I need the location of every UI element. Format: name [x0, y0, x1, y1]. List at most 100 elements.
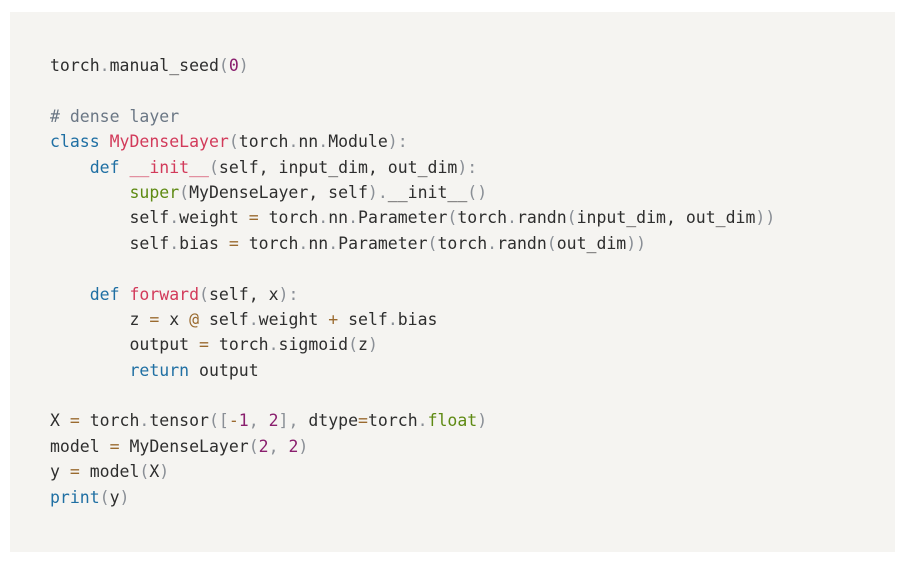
punctuation-token: . [169, 233, 180, 253]
code-line: def __init__(self, input_dim, out_dim): [50, 155, 895, 180]
punctuation-token: ( [248, 436, 259, 456]
operator-token: = [248, 208, 259, 228]
code-token: X [50, 411, 70, 431]
builtin-token: float [427, 411, 478, 431]
code-token: X [149, 462, 160, 482]
punctuation-token: ( [546, 233, 557, 253]
punctuation-token: ( [179, 182, 190, 202]
punctuation-token: . [487, 233, 498, 253]
punctuation-token: . [99, 56, 110, 75]
code-token: torch [238, 233, 299, 253]
code-line: print(y) [50, 485, 895, 510]
number-token: 2 [288, 436, 299, 456]
code-token: y [109, 487, 120, 507]
code-token: self [199, 309, 249, 329]
punctuation-token: ) [119, 487, 130, 507]
code-token: Module [328, 132, 388, 152]
code-line: z = x @ self.weight + self.bias [50, 307, 895, 332]
punctuation-token: ( [447, 208, 458, 228]
operator-token: = [69, 411, 80, 431]
code-line: torch.manual_seed(0) [50, 53, 895, 78]
code-token: torch [457, 208, 508, 228]
code-token: out_dim [556, 233, 627, 253]
punctuation-token: ( [208, 157, 219, 177]
code-token: MyDenseLayer, self [189, 182, 368, 202]
code-token [50, 285, 90, 304]
keyword-token: def [89, 284, 120, 304]
code-line: super(MyDenseLayer, self).__init__() [50, 180, 895, 205]
code-token: self, x [208, 284, 279, 304]
keyword-token: def [89, 157, 120, 177]
code-token: input_dim, out_dim [576, 208, 756, 228]
code-token: sigmoid [278, 335, 349, 355]
code-line: output = torch.sigmoid(z) [50, 332, 895, 357]
punctuation-token: ): [457, 157, 478, 177]
punctuation-token: . [318, 132, 329, 152]
code-token: output [129, 335, 200, 355]
code-line: def forward(self, x): [50, 282, 895, 307]
code-token: bias [397, 309, 438, 329]
punctuation-token: . [507, 208, 517, 228]
code-token: weight [179, 208, 249, 228]
code-line: self.bias = torch.nn.Parameter(torch.ran… [50, 231, 895, 256]
code-token: self [129, 233, 170, 253]
punctuation-token: ): [278, 284, 299, 304]
code-token: x [159, 309, 190, 329]
function-name-token: forward [129, 284, 200, 304]
code-token: self [129, 208, 170, 228]
code-token [50, 234, 129, 253]
punctuation-token: ) [298, 436, 309, 456]
punctuation-token: ). [367, 182, 388, 202]
code-token: model [79, 462, 140, 482]
punctuation-token: , [268, 436, 279, 456]
code-line: return output [50, 358, 895, 383]
punctuation-token: ) [367, 335, 378, 355]
punctuation-token: . [288, 132, 299, 152]
keyword-token: print [50, 487, 100, 507]
code-token: randn [497, 233, 547, 253]
punctuation-token: , [248, 411, 259, 431]
code-token: torch [50, 56, 100, 75]
code-token: nn [298, 132, 319, 152]
punctuation-token: ( [199, 284, 209, 304]
code-token: torch [367, 411, 418, 431]
code-token: tensor [149, 411, 209, 431]
punctuation-token: ( [427, 233, 438, 253]
punctuation-token: () [467, 182, 488, 202]
code-token: self, input_dim, out_dim [218, 157, 458, 177]
punctuation-token: . [248, 309, 259, 329]
code-line: self.weight = torch.nn.Parameter(torch.r… [50, 205, 895, 230]
punctuation-token: . [268, 335, 279, 355]
code-token [120, 285, 130, 304]
code-line: y = model(X) [50, 459, 895, 484]
function-name-token: __init__ [129, 157, 209, 177]
code-token [279, 437, 289, 456]
code-token: torch [79, 411, 140, 431]
comment-token: # dense layer [50, 106, 180, 126]
code-token: manual_seed [109, 56, 219, 75]
code-line: X = torch.tensor([-1, 2], dtype=torch.fl… [50, 408, 895, 433]
number-token: 2 [268, 411, 279, 431]
code-token: MyDenseLayer [119, 436, 249, 456]
number-token: 2 [258, 436, 269, 456]
code-token: self [338, 309, 388, 329]
code-token: model [50, 436, 110, 456]
punctuation-token: ( [348, 335, 358, 355]
punctuation-token: )) [626, 233, 647, 253]
code-token: z [358, 335, 368, 355]
operator-token: @ [189, 309, 200, 329]
code-token: y [50, 462, 70, 482]
punctuation-token: ) [477, 411, 488, 431]
code-token [120, 158, 130, 177]
operator-token: - [228, 411, 239, 431]
punctuation-token: ) [159, 462, 170, 482]
punctuation-token: . [387, 309, 398, 329]
code-token: nn [308, 233, 329, 253]
punctuation-token: ): [387, 132, 408, 152]
punctuation-token: ) [238, 56, 249, 75]
keyword-token: class [50, 132, 100, 152]
code-token: output [189, 360, 259, 380]
code-token: dtype [298, 411, 359, 431]
code-token: randn [516, 208, 567, 228]
builtin-token: super [129, 182, 180, 202]
